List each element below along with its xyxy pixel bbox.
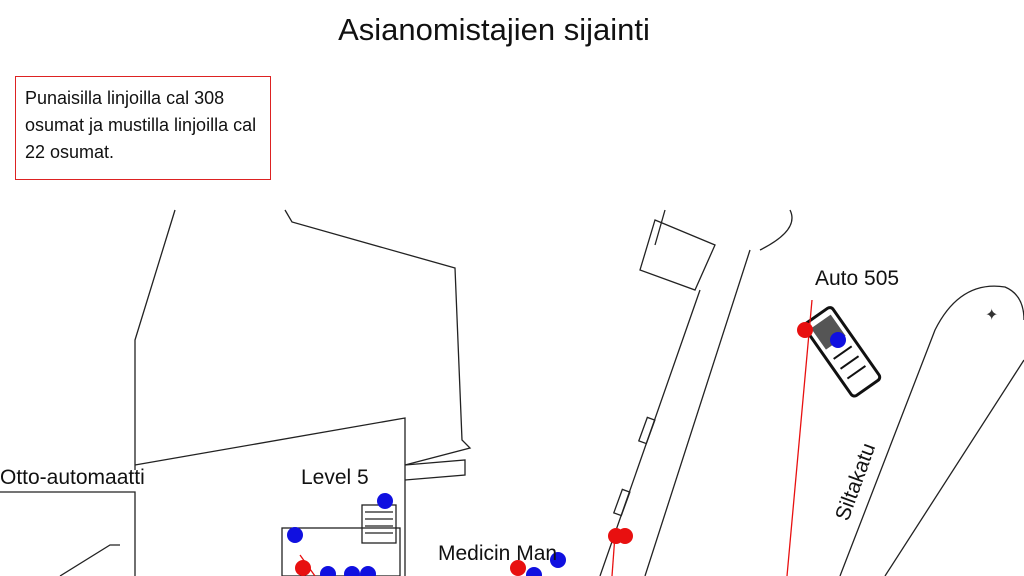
page-title: Asianomistajien sijainti <box>338 12 650 47</box>
level5-interior <box>281 527 401 576</box>
red-hit-markers <box>295 322 813 576</box>
car-auto-505 <box>803 306 882 398</box>
legend-note: Punaisilla linjoilla cal 308 osumat ja m… <box>15 76 271 180</box>
label-otto-automaatti: Otto-automaatti <box>0 466 145 489</box>
level5-building <box>134 417 406 576</box>
stairs-icon <box>361 504 397 544</box>
building-outlines <box>0 209 1024 576</box>
label-medicin-man: Medicin Man <box>438 542 557 565</box>
siltakatu-road <box>839 285 1024 576</box>
marker-icon: ✦ <box>985 307 998 324</box>
label-level-5: Level 5 <box>301 466 369 489</box>
building-outline-left <box>134 209 176 470</box>
building-outline-center <box>284 209 472 466</box>
street-edge-right <box>644 249 751 576</box>
otto-building <box>0 491 136 576</box>
cal-308-trajectories <box>299 299 813 576</box>
kiosk <box>639 219 716 291</box>
label-siltakatu: Siltakatu <box>831 440 880 524</box>
blue-person-markers <box>287 332 846 576</box>
label-auto-505: Auto 505 <box>815 267 899 290</box>
